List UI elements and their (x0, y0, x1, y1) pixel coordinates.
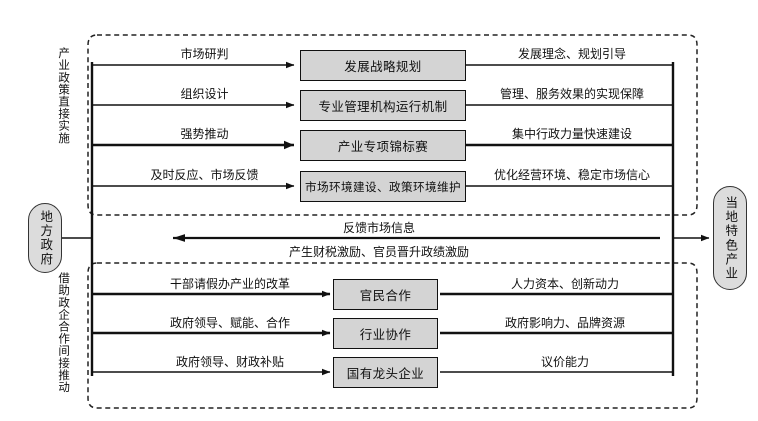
bottom-row-2-output-label: 政府影响力、品牌资源 (504, 316, 625, 330)
bottom-row-1-input-label: 干部请假办产业的改革 (169, 277, 290, 291)
process-box-development-strategy-label: 发展战略规划 (344, 60, 422, 74)
process-box-management-mechanism[interactable]: 专业管理机构运行机制 (300, 90, 466, 121)
bottom-group-boundary (87, 262, 698, 409)
process-box-industry-collaboration[interactable]: 行业协作 (333, 318, 438, 349)
process-box-management-mechanism-label: 专业管理机构运行机制 (318, 100, 448, 114)
endpoint-local-industry[interactable]: 当地特色产业 (713, 186, 747, 290)
process-box-industry-championship[interactable]: 产业专项锦标赛 (300, 130, 466, 161)
bottom-row-3-output-label: 议价能力 (540, 355, 589, 369)
endpoint-local-government[interactable]: 地方政府 (28, 203, 62, 273)
process-box-state-owned-enterprise[interactable]: 国有龙头企业 (333, 357, 438, 388)
top-group-boundary (87, 34, 698, 216)
top-row-2-output-label: 管理、服务效果的实现保障 (499, 87, 644, 101)
endpoint-local-government-label: 地方政府 (38, 209, 53, 267)
endpoint-local-industry-label: 当地特色产业 (723, 195, 738, 281)
process-box-market-environment[interactable]: 市场环境建设、政策环境维护 (300, 171, 466, 202)
process-box-industry-collaboration-label: 行业协作 (359, 328, 412, 342)
bottom-row-3-input-label: 政府领导、财政补贴 (175, 355, 284, 369)
bottom-row-2-input-label: 政府领导、赋能、合作 (169, 316, 290, 330)
top-row-3-output-label: 集中行政力量快速建设 (511, 127, 632, 141)
process-box-industry-championship-label: 产业专项锦标赛 (337, 140, 429, 154)
process-box-state-owned-enterprise-label: 国有龙头企业 (346, 367, 425, 381)
group-caption-top: 产业政策直接实施 (57, 47, 70, 144)
process-box-public-private-cooperation-label: 官民合作 (359, 289, 412, 303)
process-box-development-strategy[interactable]: 发展战略规划 (300, 50, 466, 81)
top-row-3-input-label: 强势推动 (180, 127, 229, 141)
process-box-market-environment-label: 市场环境建设、政策环境维护 (305, 180, 461, 194)
top-row-4-output-label: 优化经营环境、稳定市场信心 (493, 168, 650, 182)
group-caption-bottom: 借助政企合作间接推动 (57, 272, 70, 393)
feedback-label-top: 反馈市场信息 (342, 221, 415, 235)
top-row-1-output-label: 发展理念、规划引导 (517, 47, 626, 61)
top-row-1-input-label: 市场研判 (180, 47, 229, 61)
top-row-4-input-label: 及时反应、市场反馈 (150, 168, 259, 182)
bottom-row-1-output-label: 人力资本、创新动力 (510, 277, 619, 291)
process-box-public-private-cooperation[interactable]: 官民合作 (333, 279, 438, 310)
top-row-2-input-label: 组织设计 (180, 87, 229, 101)
feedback-label-bottom: 产生财税激励、官员晋升政绩激励 (288, 245, 469, 259)
